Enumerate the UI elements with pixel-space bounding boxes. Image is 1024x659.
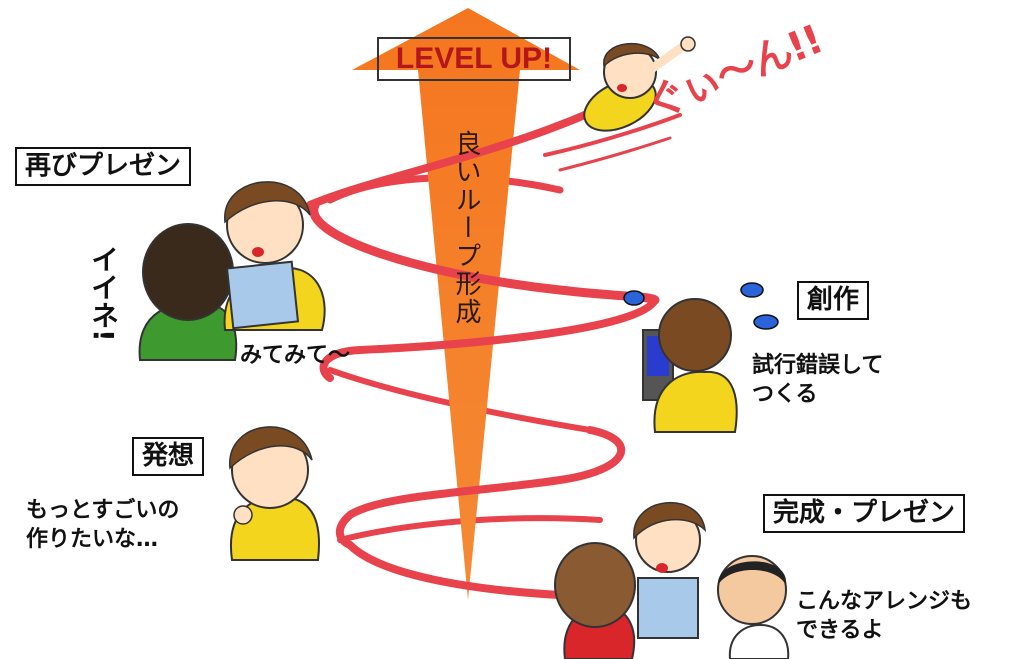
thinking-boy-icon — [229, 426, 320, 561]
stage-label-create: 創作 — [797, 281, 870, 321]
bald-man-icon — [717, 555, 790, 659]
listener-red-icon — [554, 542, 636, 659]
complete-caption: こんなアレンジも できるよ — [796, 588, 972, 645]
reaction-text: イイネ! — [87, 245, 120, 342]
create-caption-line1: 試行錯誤して — [752, 353, 884, 378]
create-caption-line2: つくる — [752, 381, 818, 407]
complete-caption-line2: できるよ — [796, 617, 884, 643]
idea-caption-line2: 作りたいな… — [26, 526, 159, 552]
create-caption: 試行錯誤して つくる — [752, 352, 883, 409]
sweat-drop-icons — [623, 282, 779, 330]
stage-label-complete: 完成・プレゼン — [763, 494, 966, 534]
idea-caption: もっとすごいの 作りたいな… — [26, 497, 179, 554]
idea-caption-line1: もっとすごいの — [26, 498, 180, 523]
flying-boy-icon — [583, 36, 696, 132]
presenting-boy-icon — [223, 181, 326, 331]
complete-caption-line1: こんなアレンジも — [796, 589, 973, 614]
stage-label-represent: 再びプレゼン — [15, 147, 192, 187]
level-up-arrow — [352, 8, 580, 600]
presenting-boy-2-icon — [633, 501, 707, 639]
listener-green-icon — [138, 223, 238, 361]
working-boy-icon — [653, 298, 738, 433]
arrow-center-text: 良いループ形成 — [451, 130, 481, 326]
level-up-label: LEVEL UP! — [377, 37, 571, 81]
stage-label-idea: 発想 — [132, 437, 205, 477]
represent-speech: みてみて〜 — [240, 343, 351, 368]
